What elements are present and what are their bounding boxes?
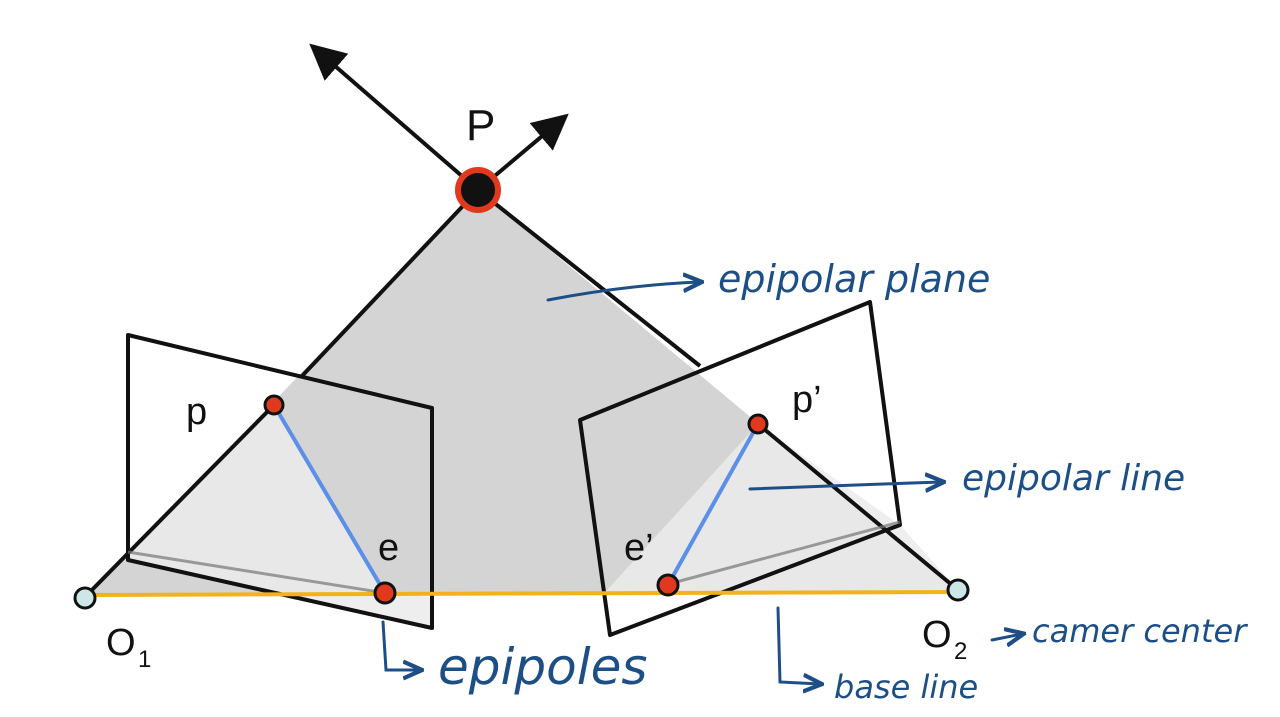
annotation-camera-center: camer center xyxy=(1032,612,1248,650)
left-image-plane xyxy=(126,333,434,630)
annotation-epipolar-plane: epipolar plane xyxy=(718,257,990,301)
hidden-edge-left xyxy=(127,550,386,595)
label-O2-letter: O xyxy=(922,614,952,656)
camera-center-pointer xyxy=(990,634,1022,640)
epipole-e xyxy=(373,581,397,605)
camera-center-O2 xyxy=(946,578,970,602)
image-point-p xyxy=(263,394,285,416)
label-O2: O 2 xyxy=(922,614,967,665)
epipolar-line-left xyxy=(272,403,387,595)
annotation-epipolar-line: epipolar line xyxy=(962,458,1185,499)
label-p: p xyxy=(186,391,207,433)
label-e: e xyxy=(378,527,399,569)
epipolar-line-pointer xyxy=(748,482,942,489)
baseline xyxy=(84,590,959,597)
right-image-plane xyxy=(578,300,902,637)
ray-P-to-O1 xyxy=(300,188,480,378)
annotation-epipoles: epipoles xyxy=(438,638,647,696)
arrow-from-P-upleft xyxy=(309,43,480,192)
epipolar-line-right xyxy=(666,423,760,586)
label-O1-letter: O xyxy=(106,622,136,664)
hidden-edge-right xyxy=(664,520,901,587)
left-image-overlap xyxy=(128,405,432,628)
epipolar-plane-pointer xyxy=(546,282,700,302)
label-O2-subscript: 2 xyxy=(954,638,967,665)
ray-pprime-to-O2 xyxy=(756,422,960,592)
world-point-P xyxy=(455,167,501,213)
ray-P-to-O2 xyxy=(476,188,702,368)
epipoles-pointer xyxy=(381,620,420,670)
label-p-prime: p’ xyxy=(792,379,822,421)
ray-p-to-O1 xyxy=(83,403,276,599)
label-e-prime: e’ xyxy=(624,527,654,569)
annotation-base-line: base line xyxy=(834,668,978,706)
label-O1: O 1 xyxy=(106,622,151,673)
base-line-pointer xyxy=(776,606,820,684)
label-O1-subscript: 1 xyxy=(138,646,151,673)
right-image-overlap xyxy=(598,424,958,600)
image-point-p-prime xyxy=(747,413,769,435)
label-P: P xyxy=(466,101,495,150)
epipole-e-prime xyxy=(656,573,680,597)
camera-center-O1 xyxy=(73,586,97,610)
